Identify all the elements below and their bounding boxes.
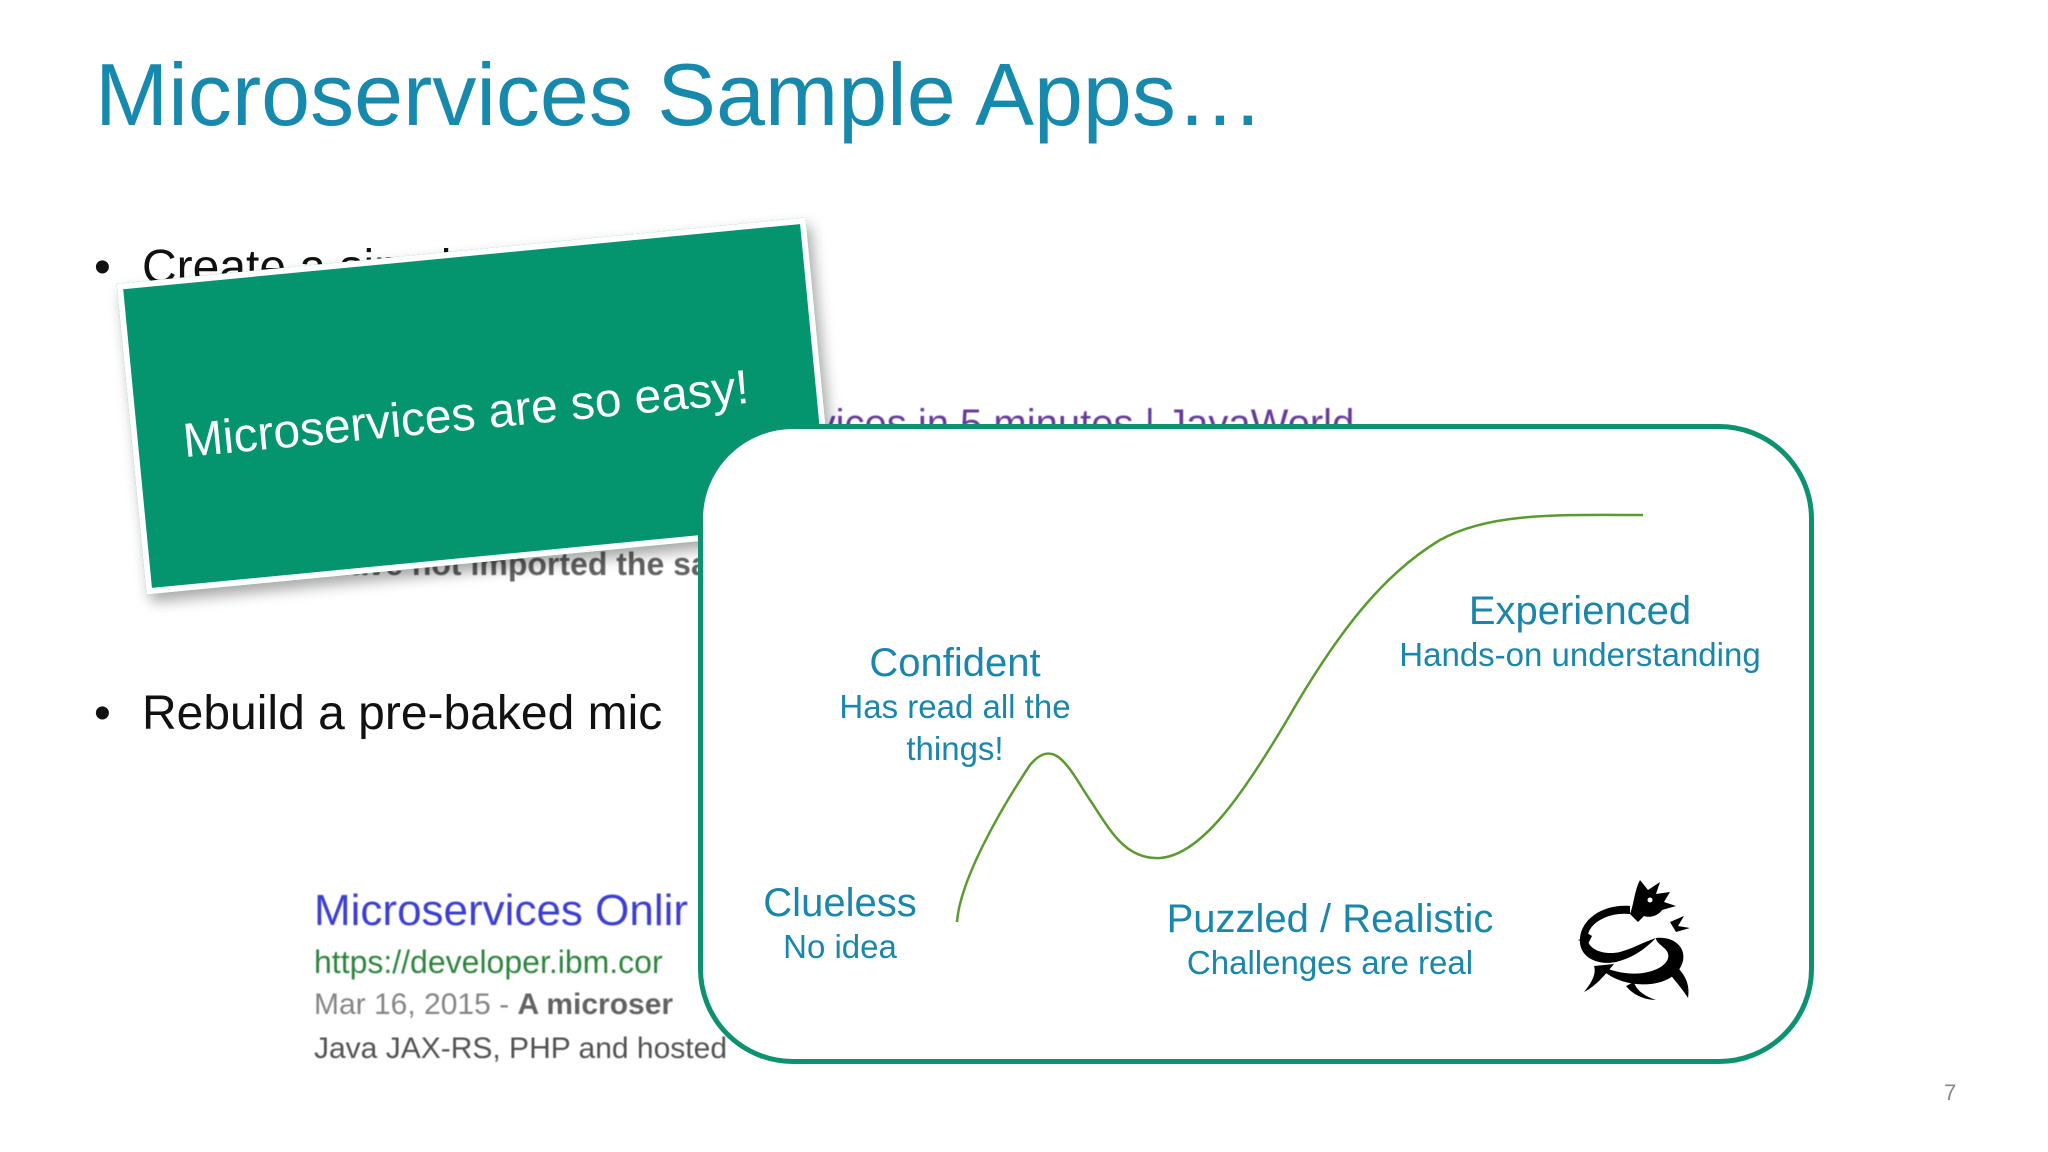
banner-text: Microservices are so easy! [180, 360, 752, 469]
stage-experienced: Experienced Hands-on understanding [1350, 588, 1810, 676]
bullet-text: Rebuild a pre-baked mic [142, 687, 663, 740]
search-result-2-date-text: Mar 16, 2015 - [314, 988, 518, 1021]
bullet-marker: • [94, 687, 111, 740]
stage-confident: Confident Has read all the things! [810, 640, 1100, 770]
stage-clueless: Clueless No idea [740, 880, 940, 968]
slide-title: Microservices Sample Apps… [95, 45, 1264, 144]
stage-name: Confident [869, 641, 1041, 685]
stage-description-line-1: Has read all the [839, 688, 1071, 725]
search-result-2-description: Java JAX-RS, PHP and hosted [314, 1032, 727, 1065]
search-result-2-url: https://developer.ibm.cor [314, 944, 663, 980]
stage-description: No idea [783, 928, 897, 965]
search-result-2-date: Mar 16, 2015 - A microser [314, 988, 673, 1022]
search-result-2-title: Microservices Onlir [314, 886, 689, 935]
search-result-2-date-bold: A microser [517, 988, 674, 1021]
stage-description-line-2: things! [906, 730, 1004, 767]
stage-name: Clueless [763, 881, 917, 925]
stage-name: Experienced [1468, 589, 1692, 633]
stage-name: Puzzled / Realistic [1166, 897, 1494, 941]
stage-description: Challenges are real [1186, 944, 1474, 981]
bullet-item-2: • Rebuild a pre-baked mic [94, 686, 662, 741]
stage-description: Hands-on understanding [1399, 636, 1761, 673]
page-number: 7 [1944, 1080, 1957, 1105]
dragon-icon [1578, 880, 1690, 1000]
bullet-marker: • [94, 241, 111, 292]
stage-puzzled: Puzzled / Realistic Challenges are real [1130, 896, 1530, 984]
